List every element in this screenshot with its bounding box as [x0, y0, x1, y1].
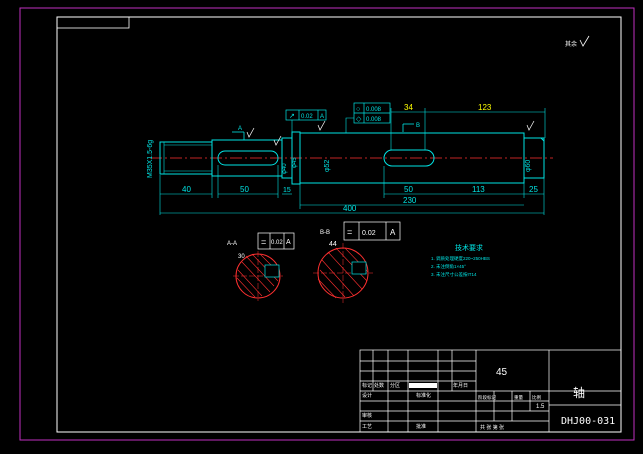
section-a-tol-frame [257, 232, 295, 250]
drawing-frame [56, 16, 622, 433]
roughness-icon [273, 135, 282, 146]
roughness-note: 其余 [565, 35, 590, 48]
dim-thread: M35X1.5-6g [147, 140, 154, 178]
note-2: 2. 未注倒角1×45° [431, 263, 466, 270]
title-highlight-bar [409, 383, 437, 388]
scale: 1.5 [536, 404, 545, 410]
title-block [359, 349, 622, 433]
sec-b-sym: = [347, 227, 352, 237]
dim-phi52: φ52 [324, 160, 331, 172]
code-box [56, 16, 130, 29]
roughness-icon [317, 120, 326, 131]
section-view-b: B-B = 0.02 A 44 [313, 221, 401, 303]
dim-15: 15 [283, 187, 291, 194]
dim-123: 123 [478, 103, 492, 112]
sec-a-sym: = [261, 237, 266, 247]
roughness-icon [526, 120, 535, 131]
note-1: 1. 调质处理硬度220~250HBS [431, 255, 490, 262]
dim-40: 40 [182, 185, 191, 194]
sec-mark-b-label: B [416, 123, 420, 129]
chamfer-right [540, 137, 545, 142]
drawing-number: DHJ00-031 [561, 416, 615, 427]
dim-phi60: φ60 [525, 160, 532, 172]
dim-25: 25 [529, 185, 538, 194]
dim-50-mid: 50 [404, 185, 413, 194]
technical-notes: 技术要求 1. 调质处理硬度220~250HBS 2. 未注倒角1×45° 3.… [431, 243, 490, 278]
tb-approve: 批准 [416, 423, 426, 430]
tb-designer: 设计 [362, 392, 372, 399]
frame2a-symbol: ○ [356, 106, 360, 113]
sec-mark-a-label: A [238, 126, 242, 132]
frame1-datum: A [320, 114, 324, 120]
dimension-text: 34 123 40 50 15 50 113 25 230 400 M35X1.… [147, 103, 538, 213]
frame1-value: 0.02 [301, 114, 313, 120]
frame1-symbol: ↗ [289, 113, 295, 120]
section-mark-b: B [402, 123, 420, 132]
tb-date: 年月日 [453, 382, 468, 389]
dim-113: 113 [472, 185, 485, 194]
sec-a-ref: A [286, 239, 291, 246]
tb-process: 工艺 [362, 424, 372, 430]
dim-phi45: φ45 [292, 157, 298, 168]
tb-ratio: 比例 [532, 394, 541, 401]
keyway-left [217, 150, 279, 166]
sec-b-dim: 44 [329, 241, 337, 248]
dim-34: 34 [404, 103, 413, 112]
tolerance-frame-2: ○ 0.008 ◇ 0.008 [345, 102, 391, 133]
material: 45 [496, 367, 508, 378]
section-view-a: A-A = 0.02 A 30 [227, 232, 295, 301]
dim-230: 230 [403, 196, 417, 205]
frame2a-value: 0.008 [366, 107, 382, 113]
frame2b-value: 0.008 [366, 117, 382, 123]
section-a-title: A-A [227, 241, 237, 247]
title-block-text: 45 轴 DHJ00-031 1.5 标记 处数 分区 年月日 设计 标准化 审… [362, 367, 615, 431]
keyway-right [383, 149, 435, 167]
sec-b-ref: A [390, 228, 396, 237]
tb-marker: 标记 [362, 382, 372, 389]
tb-zone: 分区 [390, 382, 400, 389]
shaft-view [150, 131, 553, 185]
notes-title: 技术要求 [455, 243, 483, 252]
note-3: 3. 未注尺寸公差按IT14 [431, 271, 477, 278]
sec-b-val: 0.02 [362, 230, 376, 237]
roughness-marks [246, 120, 535, 146]
tb-reviewer: 审核 [362, 412, 372, 419]
tb-sheets: 共 张 第 张 [480, 424, 504, 431]
tb-standard: 标准化 [416, 392, 431, 399]
roughness-symbol-icon [579, 35, 590, 47]
dim-phi40: φ40 [282, 163, 288, 174]
dim-50-key: 50 [240, 185, 249, 194]
roughness-label: 其余 [565, 40, 577, 48]
dim-400: 400 [343, 204, 357, 213]
section-b-tol-frame [343, 221, 401, 241]
section-b-title: B-B [320, 230, 330, 236]
roughness-icon [246, 127, 255, 138]
tb-stage: 阶段标记 [478, 394, 496, 401]
sheet-border [19, 7, 635, 441]
part-name: 轴 [573, 385, 585, 400]
tolerance-frame-1: ↗ 0.02 A [285, 109, 327, 132]
sec-a-dim: 30 [238, 254, 245, 260]
section-right-end [523, 137, 545, 179]
frame2b-symbol: ◇ [356, 116, 362, 123]
tb-weight: 重量 [514, 394, 523, 401]
tb-count: 处数 [374, 382, 384, 389]
dimension-set [159, 108, 546, 215]
sec-a-val: 0.02 [271, 240, 283, 246]
section-mark-a: A [232, 126, 245, 140]
